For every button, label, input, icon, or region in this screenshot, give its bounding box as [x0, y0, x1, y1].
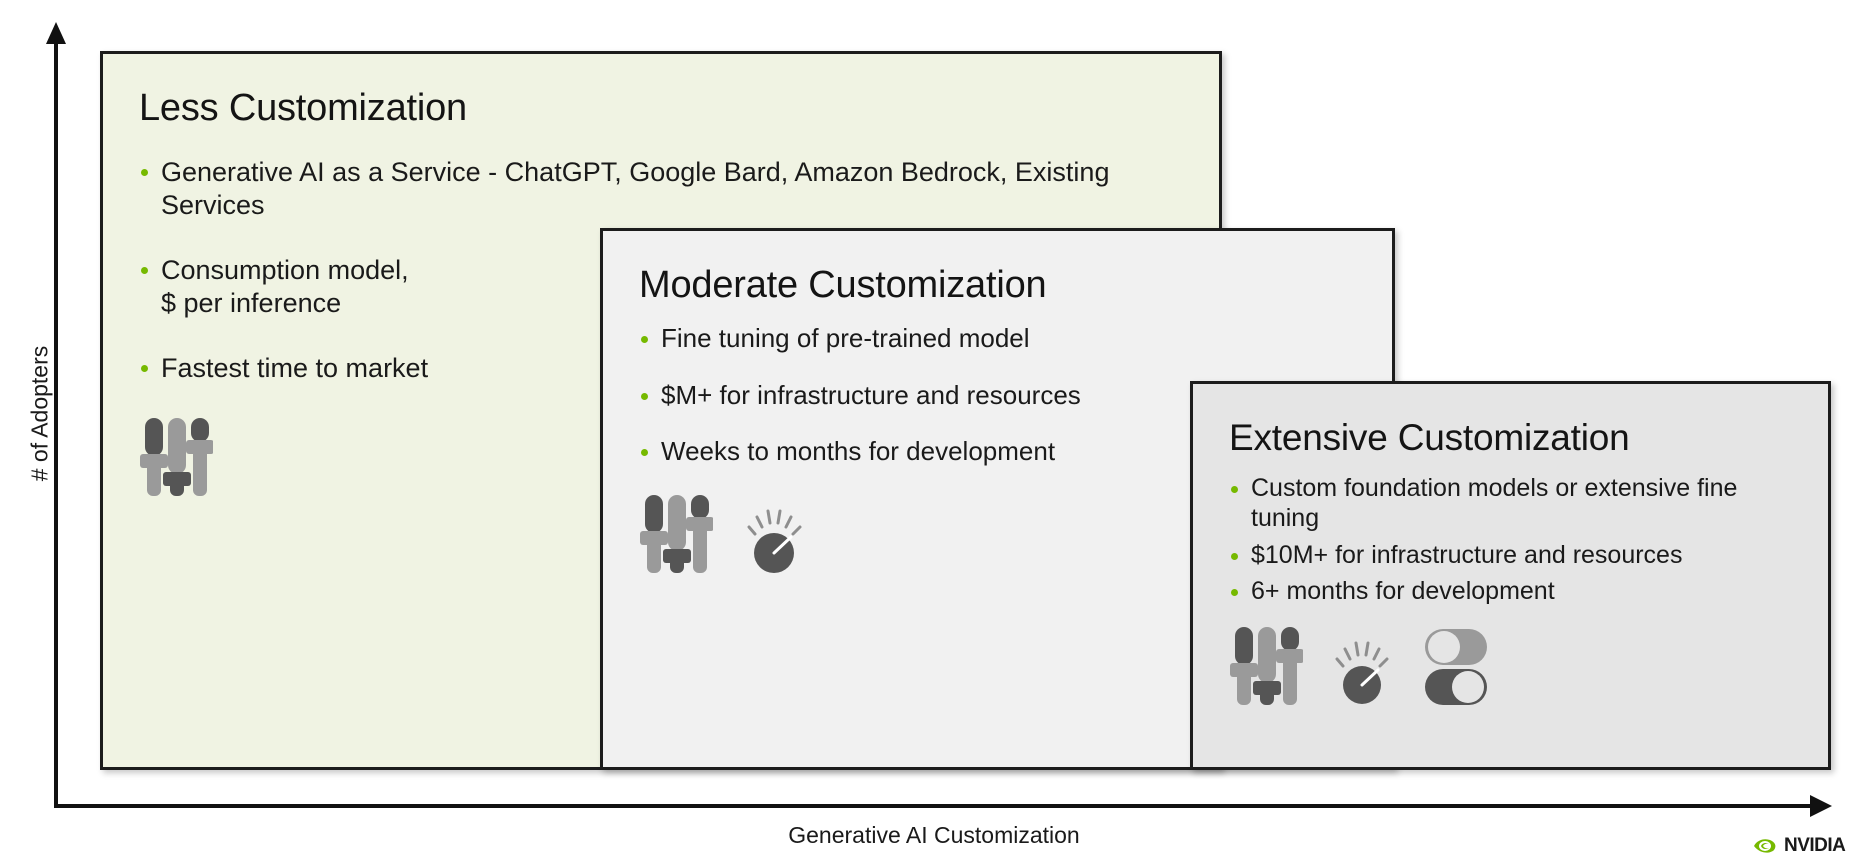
list-item: Consumption model, $ per inference	[139, 254, 1183, 320]
card-moderate-bullet-list: Fine tuning of pre-trained model $M+ for…	[639, 323, 1356, 468]
list-item: Generative AI as a Service - ChatGPT, Go…	[139, 156, 1183, 222]
x-axis-label: Generative AI Customization	[788, 822, 1080, 848]
bullet-text: Generative AI as a Service - ChatGPT, Go…	[161, 156, 1110, 220]
x-axis-line	[54, 804, 1814, 808]
card-extensive-content: Extensive Customization Custom foundatio…	[1193, 384, 1828, 707]
toggles-icon	[1425, 628, 1487, 705]
card-extensive-title: Extensive Customization	[1229, 417, 1630, 458]
card-moderate-title: Moderate Customization	[639, 264, 1047, 306]
card-moderate-icon-row	[639, 493, 1356, 575]
y-axis-line	[54, 40, 58, 808]
bullet-text: Fine tuning of pre-trained model	[661, 322, 1030, 353]
gauge-icon	[1335, 641, 1389, 704]
bullet-text: $10M+ for infrastructure and resources	[1251, 540, 1683, 569]
sliders-icon	[140, 418, 213, 497]
nvidia-logo: NVIDIA	[1752, 835, 1846, 856]
list-item: $10M+ for infrastructure and resources	[1229, 540, 1792, 571]
list-item: 6+ months for development	[1229, 576, 1792, 607]
list-item: Custom foundation models or extensive fi…	[1229, 473, 1792, 534]
bullet-text: 6+ months for development	[1251, 577, 1555, 606]
bullet-text: Fastest time to market	[161, 352, 429, 383]
list-item: Fine tuning of pre-trained model	[639, 323, 1356, 355]
card-less-content: Less Customization Generative AI as a Se…	[103, 54, 1219, 498]
bullet-text: Consumption model, $ per inference	[161, 254, 409, 318]
list-item: $M+ for infrastructure and resources	[639, 380, 1356, 412]
sliders-icon	[640, 494, 713, 573]
card-less-title: Less Customization	[139, 87, 467, 129]
bullet-text: Custom foundation models or extensive fi…	[1251, 473, 1738, 533]
bullet-text: Weeks to months for development	[661, 436, 1056, 467]
list-item: Fastest time to market	[139, 352, 1183, 385]
bullet-text: $M+ for infrastructure and resources	[661, 379, 1081, 410]
card-extensive-customization[interactable]: Extensive Customization Custom foundatio…	[1190, 381, 1831, 770]
card-moderate-content: Moderate Customization Fine tuning of pr…	[603, 231, 1392, 575]
sliders-icon	[1230, 626, 1303, 705]
x-axis-arrow-icon	[1810, 795, 1832, 817]
gauge-icon	[747, 509, 802, 573]
card-less-icon-row	[139, 416, 1183, 498]
card-extensive-icon-row	[1229, 625, 1792, 707]
y-axis-arrow-icon	[46, 22, 66, 44]
nvidia-eye-icon	[1754, 838, 1776, 853]
y-axis-label: # of Adopters	[26, 345, 53, 482]
nvidia-wordmark: NVIDIA	[1784, 835, 1846, 856]
list-item: Weeks to months for development	[639, 436, 1356, 468]
card-less-bullet-list: Generative AI as a Service - ChatGPT, Go…	[139, 156, 1183, 385]
card-extensive-bullet-list: Custom foundation models or extensive fi…	[1229, 473, 1792, 607]
